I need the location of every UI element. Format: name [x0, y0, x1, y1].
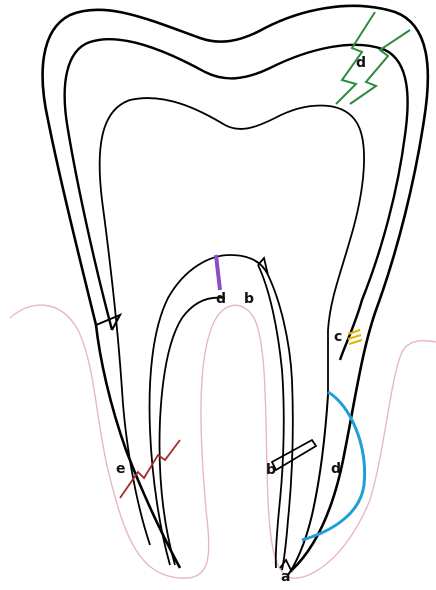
- root-canal-right: [268, 275, 293, 570]
- label-c: c: [334, 330, 342, 344]
- label-a: a: [281, 570, 290, 584]
- gum-line: [10, 305, 436, 578]
- label-d-purple: d: [216, 292, 226, 306]
- root-canal-right-inner: [258, 265, 284, 568]
- root-right-outer: [288, 395, 328, 575]
- label-d-blue: d: [331, 462, 341, 476]
- label-d-crown: d: [356, 56, 366, 70]
- label-b-upper: b: [244, 292, 254, 306]
- root-canal-left-inner: [160, 298, 225, 565]
- mark-purple: [216, 255, 220, 290]
- label-e: e: [116, 462, 126, 476]
- pulp-chamber: [100, 98, 364, 545]
- b-lower-fracture: [272, 440, 316, 470]
- label-b-lower: b: [266, 463, 276, 477]
